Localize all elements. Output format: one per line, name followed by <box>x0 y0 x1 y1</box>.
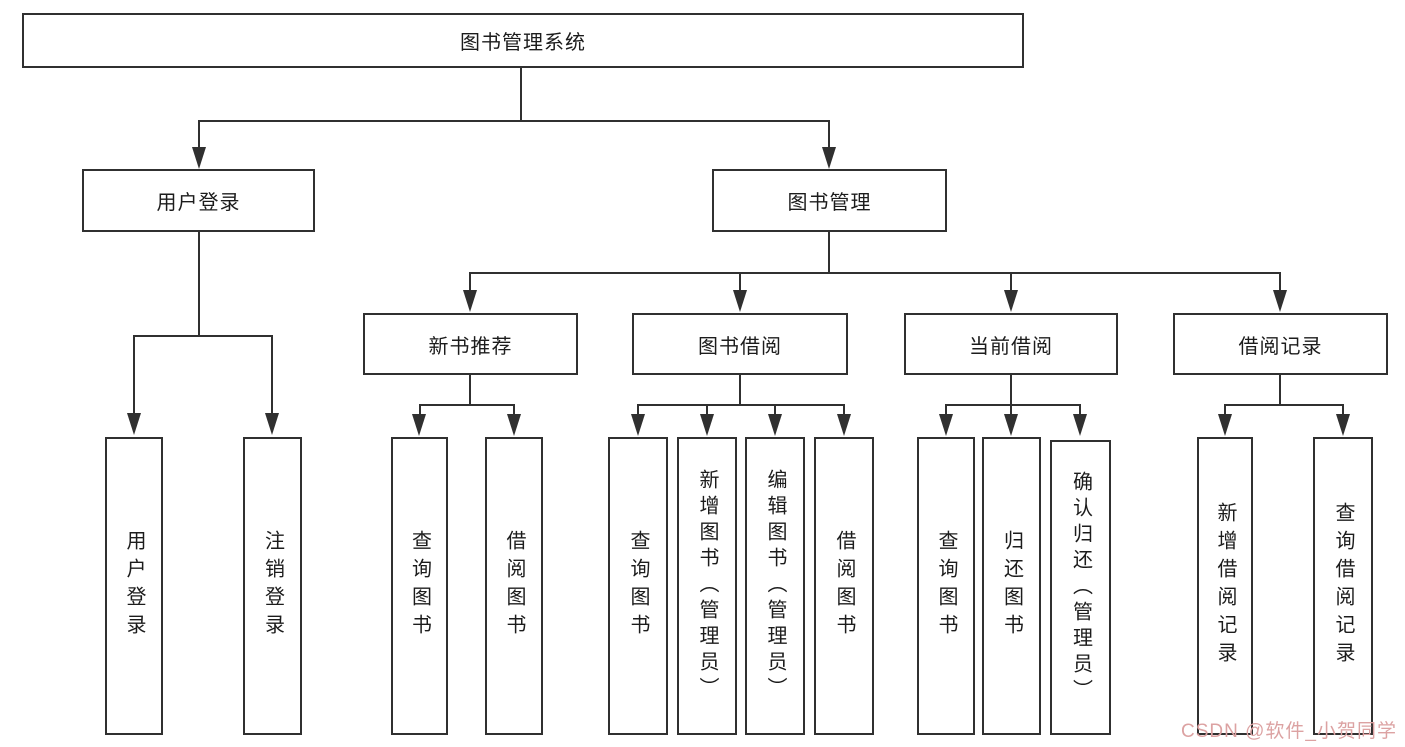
node-current-borrow: 当前借阅 <box>904 313 1118 375</box>
leaf-current-query: 查询图书 <box>917 437 975 735</box>
connector-drop-leaf-logout <box>271 335 273 413</box>
connector-drop-nb-borrow <box>513 404 515 416</box>
connector-borrow-records-hbar <box>1224 404 1344 406</box>
node-user-login-label: 用户登录 <box>156 192 241 214</box>
arrowhead-leaf-logout <box>265 413 279 435</box>
leaf-current-confirm-admin-label: 确认归还（管理员） <box>1069 470 1092 705</box>
leaf-logout: 注销登录 <box>243 437 302 735</box>
connector-root-hbar <box>198 120 830 122</box>
leaf-records-add-label: 新增借阅记录 <box>1214 502 1236 670</box>
arrowhead-bb-query <box>631 414 645 436</box>
connector-drop-current-borrow <box>1010 272 1012 292</box>
connector-drop-leaf-login <box>133 335 135 413</box>
connector-current-borrow-stub <box>1010 375 1012 404</box>
connector-book-borrow-hbar <box>637 404 845 406</box>
node-library-system: 图书管理系统 <box>22 13 1024 68</box>
connector-book-borrow-stub <box>739 375 741 404</box>
connector-book-mgmt-hbar <box>469 272 1281 274</box>
connector-drop-cb-query <box>945 404 947 416</box>
connector-new-books-hbar <box>419 404 515 406</box>
connector-drop-bb-add <box>706 404 708 416</box>
connector-drop-nb-query <box>419 404 421 416</box>
node-book-borrow: 图书借阅 <box>632 313 848 375</box>
node-borrow-records-label: 借阅记录 <box>1238 335 1323 358</box>
leaf-newbooks-query: 查询图书 <box>391 437 448 735</box>
node-book-borrow-label: 图书借阅 <box>698 335 782 358</box>
leaf-newbooks-borrow-label: 借阅图书 <box>503 530 525 642</box>
arrowhead-nb-borrow <box>507 414 521 436</box>
connector-current-borrow-hbar <box>945 404 1081 406</box>
leaf-borrow-add-admin: 新增图书（管理员） <box>677 437 737 735</box>
connector-drop-bb-edit <box>774 404 776 416</box>
arrowhead-current-borrow <box>1004 290 1018 312</box>
connector-user-login-stub <box>198 232 200 335</box>
leaf-borrow-edit-admin-label: 编辑图书（管理员） <box>764 469 786 703</box>
leaf-borrow-borrow: 借阅图书 <box>814 437 874 735</box>
connector-drop-bb-query <box>637 404 639 416</box>
connector-drop-user-login <box>198 120 200 148</box>
arrowhead-cb-return <box>1004 414 1018 436</box>
arrowhead-user-login <box>192 147 206 169</box>
leaf-records-query: 查询借阅记录 <box>1313 437 1373 735</box>
leaf-logout-label: 注销登录 <box>261 530 284 642</box>
arrowhead-new-books <box>463 290 477 312</box>
node-book-mgmt: 图书管理 <box>712 169 947 232</box>
node-user-login: 用户登录 <box>82 169 315 232</box>
connector-new-books-stub <box>469 375 471 404</box>
arrowhead-borrow-records <box>1273 290 1287 312</box>
node-book-mgmt-label: 图书管理 <box>787 192 872 214</box>
connector-drop-bb-borrow <box>843 404 845 416</box>
connector-drop-new-books <box>469 272 471 292</box>
leaf-newbooks-borrow: 借阅图书 <box>485 437 543 735</box>
leaf-current-return-label: 归还图书 <box>1000 530 1023 642</box>
leaf-borrow-edit-admin: 编辑图书（管理员） <box>745 437 805 735</box>
arrowhead-book-mgmt <box>822 147 836 169</box>
node-new-books: 新书推荐 <box>363 313 578 375</box>
arrowhead-br-add <box>1218 414 1232 436</box>
node-current-borrow-label: 当前借阅 <box>969 335 1053 358</box>
leaf-user-login-label: 用户登录 <box>123 530 145 642</box>
connector-book-mgmt-stub <box>828 232 830 272</box>
connector-drop-book-borrow <box>739 272 741 292</box>
connector-drop-cb-return <box>1010 404 1012 416</box>
leaf-current-return: 归还图书 <box>982 437 1041 735</box>
leaf-records-add: 新增借阅记录 <box>1197 437 1253 735</box>
arrowhead-bb-borrow <box>837 414 851 436</box>
arrowhead-nb-query <box>412 414 426 436</box>
arrowhead-bb-edit <box>768 414 782 436</box>
connector-drop-br-add <box>1224 404 1226 416</box>
connector-root-stub <box>520 68 522 120</box>
arrowhead-br-query <box>1336 414 1350 436</box>
leaf-borrow-add-admin-label: 新增图书（管理员） <box>696 469 718 703</box>
node-borrow-records: 借阅记录 <box>1173 313 1388 375</box>
connector-borrow-records-stub <box>1279 375 1281 404</box>
connector-drop-br-query <box>1342 404 1344 416</box>
arrowhead-cb-query <box>939 414 953 436</box>
arrowhead-bb-add <box>700 414 714 436</box>
connector-drop-cb-confirm <box>1079 404 1081 416</box>
leaf-current-query-label: 查询图书 <box>935 530 957 642</box>
leaf-borrow-query-label: 查询图书 <box>627 530 649 642</box>
leaf-current-confirm-admin: 确认归还（管理员） <box>1050 440 1111 735</box>
arrowhead-cb-confirm <box>1073 414 1087 436</box>
connector-user-login-hbar <box>133 335 273 337</box>
arrowhead-leaf-login <box>127 413 141 435</box>
connector-drop-borrow-records <box>1279 272 1281 292</box>
arrowhead-book-borrow <box>733 290 747 312</box>
node-library-system-label: 图书管理系统 <box>460 32 586 54</box>
node-new-books-label: 新书推荐 <box>428 335 513 358</box>
leaf-user-login: 用户登录 <box>105 437 163 735</box>
connector-drop-book-mgmt <box>828 120 830 148</box>
leaf-borrow-query: 查询图书 <box>608 437 668 735</box>
leaf-borrow-borrow-label: 借阅图书 <box>833 530 855 642</box>
leaf-records-query-label: 查询借阅记录 <box>1332 502 1354 670</box>
leaf-newbooks-query-label: 查询图书 <box>408 530 431 642</box>
